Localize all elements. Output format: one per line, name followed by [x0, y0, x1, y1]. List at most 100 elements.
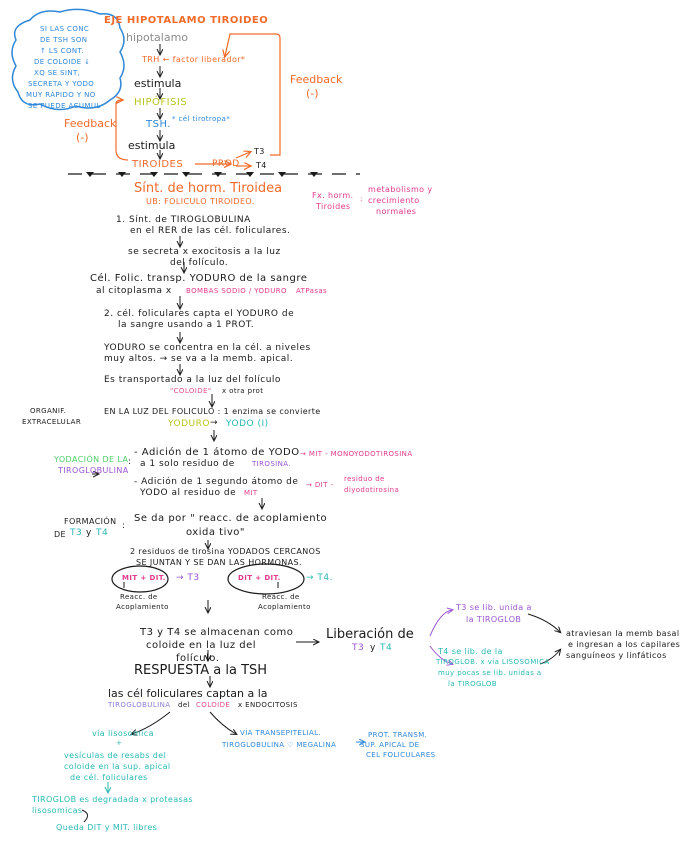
- formacion-y: y: [86, 528, 92, 538]
- t4-lib-4: la TIROGLOB: [448, 680, 497, 688]
- tiroides-label: TIROIDES: [132, 159, 184, 170]
- feedback-right-sign: (-): [306, 87, 319, 100]
- trh-label: TRH ← factor liberador*: [142, 55, 246, 64]
- formacion-de: DE: [54, 530, 67, 539]
- liberacion-label: Liberación de: [326, 627, 414, 642]
- t4-lib-3: muy pocas se lib. unidas a: [438, 669, 542, 677]
- degradada-1: TIROGLOB es degradada x proteasas: [32, 795, 193, 804]
- formacion-t3: T3: [70, 528, 83, 538]
- step3b-pumps: BOMBAS SODIO / YODURO: [186, 287, 287, 295]
- fx-value: metabolismo y: [368, 185, 433, 194]
- yodacion-colon: :: [128, 457, 132, 467]
- captan-1: las cél foliculares captan a la: [108, 687, 268, 700]
- mit-label-2: MIT: [244, 489, 258, 497]
- dit-dit-label: DIT + DIT.: [238, 574, 281, 582]
- lisosomica-1: vía lisosomica: [92, 729, 154, 738]
- estimula-label-1: estimula: [134, 77, 182, 90]
- feedback-left-sign: (-): [76, 131, 89, 144]
- axis-title: EJE HIPOTALAMO TIROIDEO: [104, 15, 269, 26]
- organif-label: ORGANIF.: [30, 407, 67, 415]
- yoduro-label: YODURO: [168, 419, 210, 429]
- store-3: folículo.: [176, 653, 220, 664]
- fx-colon: :: [360, 195, 363, 203]
- step5b: muy altos. → se va a la memb. apical.: [104, 354, 294, 364]
- to-t3: → T3: [176, 573, 200, 583]
- step3a: Cél. Folic. transp. YODURO de la sangre: [90, 273, 308, 284]
- form-text-1: Se da por " reacc. de acoplamiento: [134, 513, 328, 524]
- captan-endocitosis: x ENDOCITOSIS: [238, 701, 298, 709]
- step2b: del folículo.: [170, 258, 229, 268]
- add1b: a 1 solo residuo de: [140, 459, 235, 469]
- captan-tiroglobulina: TIROGLOBULINA: [108, 701, 171, 709]
- step6b-post: x otra prot: [222, 387, 264, 395]
- transepitelial-3: PROT. TRANSM.: [368, 731, 428, 739]
- reacc-2b: Acoplamiento: [258, 603, 311, 611]
- tsh-label: TSH.: [146, 119, 171, 130]
- step2a: se secreta x exocitosis a la luz: [128, 247, 281, 257]
- lisosomica-4: coloide en la sup. apical: [64, 762, 171, 771]
- reaction-circle-mit-dit: [111, 565, 169, 593]
- cloud-outline: [11, 8, 125, 111]
- lib-t4: T4: [380, 643, 393, 653]
- fx-label-2: Tiroides: [316, 202, 351, 211]
- t4-lib-1: T4 se lib. de la: [438, 647, 503, 656]
- dit-note: residuo de: [344, 475, 385, 483]
- atraviesan-1: atraviesan la memb basal: [566, 629, 680, 638]
- mit-label: → MIT - MONOYODOTIROSINA: [300, 450, 413, 458]
- t4-lib-2: TIROGLOB. x vía LISOSOMICA: [436, 658, 550, 666]
- step7: EN LA LUZ DEL FOLICULO : 1 enzima se con…: [104, 407, 321, 416]
- hipotalamo-label: hipotalamo: [126, 31, 189, 44]
- formacion-t4: T4: [96, 528, 109, 538]
- feedback-left: Feedback: [64, 117, 117, 130]
- tsh-note: * cél tirotropa*: [172, 115, 231, 123]
- atraviesan-3: sanguíneos y linfáticos: [566, 651, 667, 660]
- lisosomica-5: de cél. foliculares: [70, 773, 148, 782]
- step4b: la sangre usando a 1 PROT.: [118, 320, 255, 330]
- fx-value: crecimiento: [368, 196, 420, 205]
- dit-note-2: diyodotirosina: [344, 486, 400, 494]
- reaction-circle-dit-dit: [227, 563, 305, 595]
- reacc-2: Reacc. de: [262, 593, 300, 601]
- atraviesan-2: e ingresan a los capilares: [568, 640, 681, 649]
- cloud-note-line: DE TSH SON: [40, 36, 88, 44]
- add2a: - Adición de 1 segundo átomo de: [134, 477, 299, 487]
- fx-value: normales: [376, 207, 417, 216]
- add1a: - Adición de 1 átomo de YODO: [134, 447, 300, 458]
- yodacion-label-2: TIROGLOBULINA: [58, 466, 129, 475]
- respuesta-tsh: RESPUESTA a la TSH: [134, 663, 268, 678]
- t4-label: T4: [256, 161, 267, 170]
- add2b: YODO al residuo de: [140, 488, 237, 498]
- yodo-arrow: →: [210, 418, 219, 428]
- transepitelial-1: VÍA TRANSEPITELIAL.: [240, 729, 322, 737]
- formacion-colon: :: [122, 521, 126, 531]
- t3-lib-2: la TIROGLOB: [466, 615, 522, 624]
- lib-y: y: [370, 643, 376, 653]
- lisosomica-2: +: [116, 739, 123, 747]
- transepitelial-2: TIROGLOBULINA ♡ MEGALINA: [222, 741, 337, 749]
- yodacion-label: YODACIÓN DE LA: [54, 455, 129, 464]
- to-t4: → T4.: [306, 573, 333, 583]
- synthesis-subtitle: UB: FOLICULO TIROIDEO.: [146, 197, 255, 206]
- synthesis-title: Sínt. de horm. Tiroidea: [134, 181, 283, 196]
- degradada-2: lisosomicas: [32, 806, 83, 815]
- store-2: coloide en la luz del: [146, 640, 257, 651]
- step3b-atpasas: ATPasas: [296, 287, 328, 295]
- transepitelial-5: CEL FOLICULARES: [366, 751, 436, 759]
- step6a: Es transportado a la luz del folículo: [104, 375, 281, 385]
- quedan-libres: Queda DIT y MIT. libres: [56, 823, 158, 832]
- cloud-note-line: SE PUEDE ACUMUL: [28, 102, 101, 110]
- reacc-1b: Acoplamiento: [116, 603, 169, 611]
- prod-label: PROD: [212, 159, 240, 169]
- formacion-label: FORMACIÓN: [64, 517, 117, 526]
- cloud-note-line: SI LAS CONC: [40, 25, 90, 33]
- feedback-right: Feedback: [290, 73, 343, 86]
- step4a: 2. cél. foliculares capta el YODURO de: [104, 309, 295, 319]
- reacc-1: Reacc. de: [120, 593, 158, 601]
- captan-del: del: [178, 701, 190, 709]
- t3-label: T3: [254, 147, 265, 156]
- step1b: en el RER de las cél. foliculares.: [130, 226, 291, 236]
- fx-label: Fx. horm.: [312, 191, 354, 200]
- cloud-note-line: MUY RÁPIDO Y NO: [26, 91, 96, 99]
- form-text-2: oxida tivo": [186, 527, 245, 538]
